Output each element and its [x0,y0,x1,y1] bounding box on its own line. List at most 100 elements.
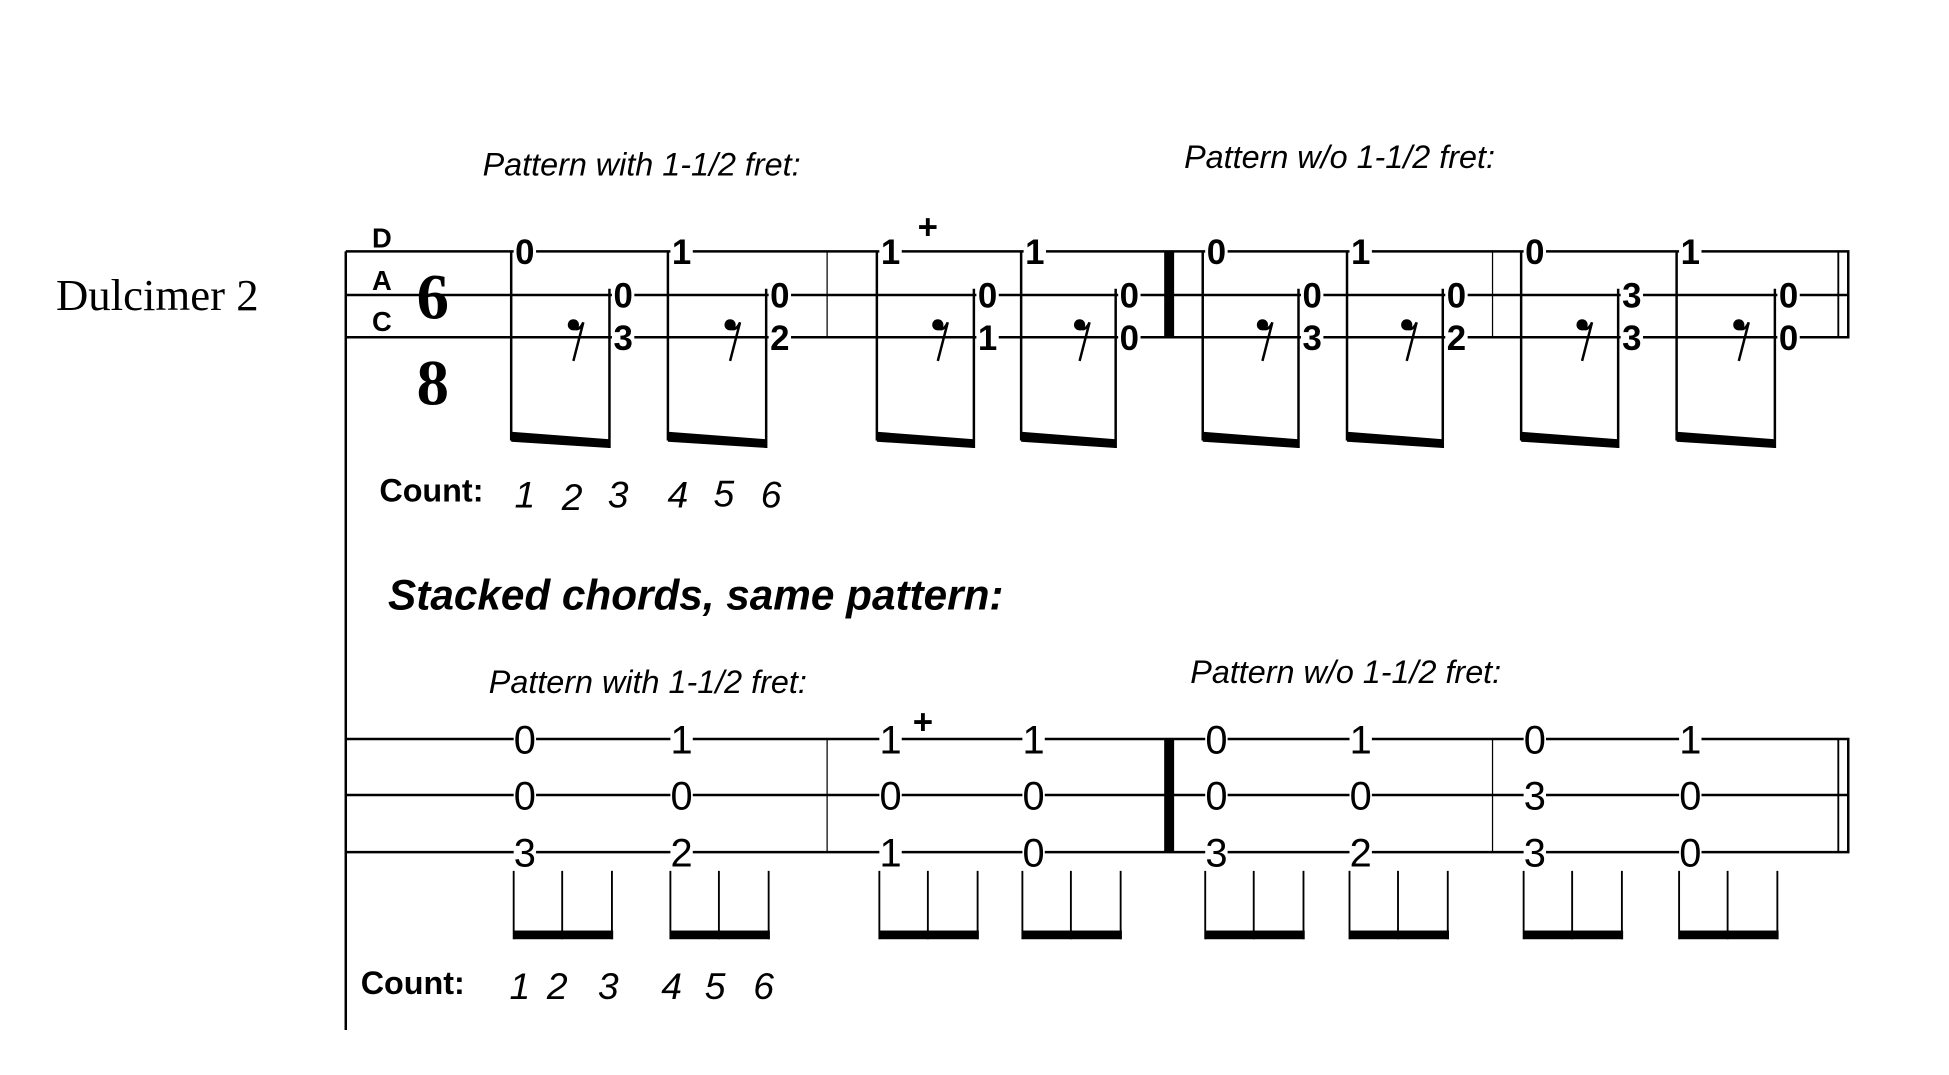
digit-gap [1205,775,1228,815]
fret-number: 2 [1350,832,1372,876]
caption-with-fret-2: Pattern with 1-1/2 fret: [489,664,807,700]
chord: 1 0 1 + [878,703,979,940]
tuning-labels: D A C [372,223,392,337]
digit-gap [1620,277,1644,313]
digit-gap [1679,775,1702,815]
fret-number: 1 [881,233,900,272]
caption-without-fret-1: Pattern w/o 1-1/2 fret: [1184,139,1495,175]
digit-gap [1523,234,1547,269]
digit-gap [976,277,999,313]
count-number: 6 [753,965,774,1007]
digit-gap [513,775,537,815]
fret-number: 0 [514,774,536,818]
fret-number: 0 [1120,319,1139,358]
eighth-rest-icon [724,319,742,362]
beam [1349,930,1450,940]
count-number: 6 [761,474,782,516]
beam [1205,930,1305,940]
eighth-rest-icon [932,319,949,362]
digit-gap [1523,775,1547,815]
fret-number: 3 [1524,832,1546,876]
fret-number: 0 [1205,774,1227,818]
fret-number: 0 [1447,277,1466,316]
digit-gap [1349,832,1372,873]
digit-gap [611,277,635,313]
count-number: 5 [705,965,726,1007]
fret-number: 0 [1205,718,1227,762]
note-group: 033 [1519,233,1644,448]
digit-gap [1349,719,1372,759]
string-label-a: A [372,265,392,296]
fret-number: 0 [1023,774,1045,818]
time-signature-bottom: 8 [417,346,449,418]
digit-gap [670,719,693,759]
digit-gap [1300,319,1324,355]
fret-number: 0 [1120,277,1139,316]
count-number: 2 [561,476,583,518]
fret-number: 3 [1302,319,1321,358]
note-group: 102 [666,233,792,448]
fret-number: 1 [1025,233,1044,272]
beam [1022,930,1122,940]
beam [1202,431,1299,448]
digit-gap [670,234,693,269]
fret-number: 0 [879,774,901,818]
fret-number: 1 [879,718,901,762]
chord: 0 0 3 [512,718,614,940]
digit-gap [670,775,693,815]
beam [1521,431,1619,448]
digit-gap [879,719,902,759]
digit-gap [1349,234,1372,269]
eighth-rest-icon [1401,319,1418,362]
fret-number: 2 [1447,319,1466,358]
fret-number: 0 [1679,832,1701,876]
count-number: 3 [598,965,619,1007]
half-fret-plus-marker: + [913,703,933,742]
count-number: 5 [714,472,735,514]
fret-number: 3 [514,832,536,876]
fret-number: 0 [770,277,789,316]
fret-number: 0 [1524,718,1546,762]
digit-gap [1523,719,1547,759]
digit-gap [670,832,693,873]
fret-number: 0 [671,774,693,818]
fret-number: 0 [1023,832,1045,876]
beam [1021,431,1116,448]
instrument-label: Dulcimer 2 [56,270,259,320]
section-heading: Stacked chords, same pattern: [388,572,1003,619]
note-group: 100 [1675,233,1800,448]
fret-number: 0 [1207,233,1226,272]
beam [1679,930,1779,940]
count-label-1: Count: [379,472,483,508]
fret-number: 3 [1622,319,1641,358]
beam [1347,431,1443,448]
half-fret-plus-marker: + [918,208,938,247]
digit-gap [879,832,902,873]
staff-1 [344,250,1850,1031]
fret-number: 0 [514,718,536,762]
chord: 003 [1204,718,1305,940]
staff-2 [345,737,1850,854]
fret-number: 1 [1350,718,1372,762]
note-group: 1 00 [1019,233,1141,448]
fret-number: 1 [879,832,901,876]
beam [670,930,770,940]
chord: 102 [669,718,770,940]
digit-gap [1205,719,1228,759]
fret-number: 3 [1524,774,1546,818]
digit-gap [1023,234,1047,269]
fret-number: 1 [1351,233,1370,272]
digit-gap [768,319,792,355]
chord: 100 [1021,718,1122,940]
count-number: 4 [667,474,688,516]
note-group: 003 [1201,233,1324,448]
digit-gap [1300,277,1324,313]
fret-number: 1 [1681,233,1700,272]
beam [667,431,767,448]
fret-number: 0 [1525,233,1544,272]
digit-gap [1022,719,1045,759]
digit-gap [1777,319,1800,355]
eighth-rest-icon [1074,319,1091,362]
